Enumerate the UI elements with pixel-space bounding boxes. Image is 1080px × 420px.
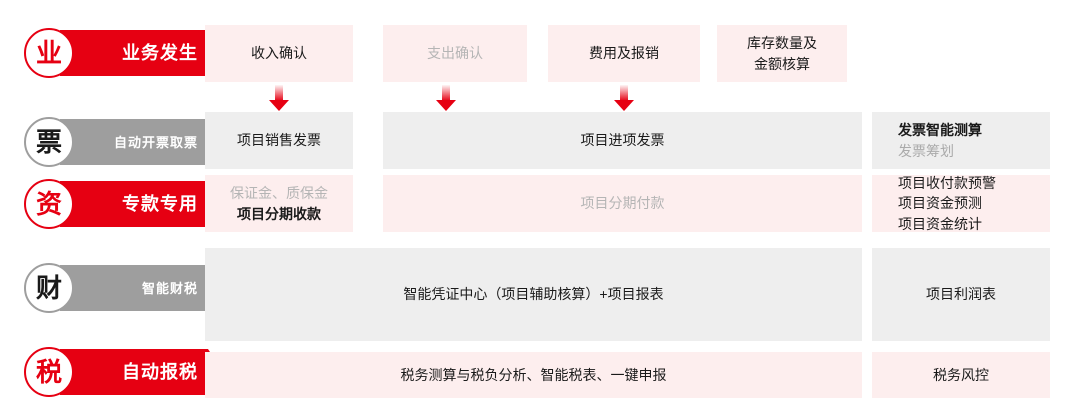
- box-project-installment-payment[interactable]: 项目分期付款: [383, 175, 862, 232]
- box-line: 金额核算: [754, 55, 810, 72]
- box-inventory-quantity-amount[interactable]: 库存数量及 金额核算: [717, 25, 847, 82]
- box-line: 收入确认: [251, 45, 307, 62]
- box-income-confirmation[interactable]: 收入确认: [205, 25, 353, 82]
- arrow-reimbursement-to-input-invoice: [614, 85, 634, 111]
- box-tax-calculation-and-filing[interactable]: 税务测算与税负分析、智能税表、一键申报: [205, 352, 862, 398]
- stage-badge-tax: 税: [24, 347, 74, 397]
- box-project-profit-statement[interactable]: 项目利润表: [872, 248, 1050, 341]
- stage-badge-funds: 资: [24, 179, 74, 229]
- stage-banner-tax: 自动报税: [60, 349, 223, 395]
- box-line: 保证金、质保金: [230, 185, 328, 202]
- box-project-fund-warnings[interactable]: 项目收付款预警 项目资金预测 项目资金统计: [872, 175, 1050, 232]
- stage-label-finance: 智能财税: [141, 280, 198, 296]
- box-line: 税务测算与税负分析、智能税表、一键申报: [400, 366, 667, 383]
- stage-label-tax: 自动报税: [122, 362, 198, 382]
- arrow-head-icon: [614, 100, 634, 111]
- box-line: 项目资金预测: [898, 195, 982, 212]
- stage-badge-finance: 财: [24, 263, 74, 313]
- box-project-sales-invoice[interactable]: 项目销售发票: [205, 112, 353, 169]
- stage-badge-invoice: 票: [24, 117, 74, 167]
- arrow-shaft: [442, 85, 450, 101]
- arrow-head-icon: [436, 100, 456, 111]
- stage-banner-finance: 智能财税: [60, 265, 223, 311]
- stage-badge-business: 业: [24, 28, 74, 78]
- box-line: 项目收付款预警: [898, 175, 996, 192]
- arrow-shaft: [275, 85, 283, 101]
- box-line: 智能凭证中心（项目辅助核算）+项目报表: [403, 286, 664, 303]
- box-project-input-invoice[interactable]: 项目进项发票: [383, 112, 862, 169]
- box-line: 发票筹划: [898, 142, 954, 159]
- box-line: 税务风控: [933, 366, 989, 383]
- box-invoice-intelligent-calculation[interactable]: 发票智能测算 发票筹划: [872, 112, 1050, 169]
- box-line: 项目进项发票: [580, 132, 665, 149]
- box-expense-and-reimbursement[interactable]: 费用及报销: [548, 25, 700, 82]
- stage-banner-business: 业务发生: [60, 30, 223, 76]
- arrow-expense-to-input-invoice: [436, 85, 456, 111]
- box-line: 项目利润表: [926, 286, 996, 303]
- box-tax-risk-control[interactable]: 税务风控: [872, 352, 1050, 398]
- box-line: 发票智能测算: [898, 122, 982, 139]
- box-expense-confirmation[interactable]: 支出确认: [383, 25, 527, 82]
- box-line: 库存数量及: [747, 35, 817, 52]
- box-line: 支出确认: [427, 45, 483, 62]
- box-intelligent-voucher-center[interactable]: 智能凭证中心（项目辅助核算）+项目报表: [205, 248, 862, 341]
- stage-label-invoice: 自动开票取票: [113, 134, 198, 150]
- stage-label-business: 业务发生: [122, 43, 198, 63]
- arrow-head-icon: [269, 100, 289, 111]
- box-line: 费用及报销: [589, 45, 659, 62]
- stage-banner-funds: 专款专用: [60, 181, 223, 227]
- box-line: 项目分期付款: [580, 195, 665, 212]
- box-line: 项目销售发票: [237, 132, 321, 149]
- arrow-income-to-sales-invoice: [269, 85, 289, 111]
- arrow-shaft: [620, 85, 628, 101]
- stage-label-funds: 专款专用: [122, 194, 198, 214]
- box-line: 项目资金统计: [898, 215, 982, 232]
- stage-banner-invoice: 自动开票取票: [60, 119, 223, 165]
- box-line: 项目分期收款: [237, 205, 321, 222]
- box-project-installment-receipt[interactable]: 保证金、质保金 项目分期收款: [205, 175, 353, 232]
